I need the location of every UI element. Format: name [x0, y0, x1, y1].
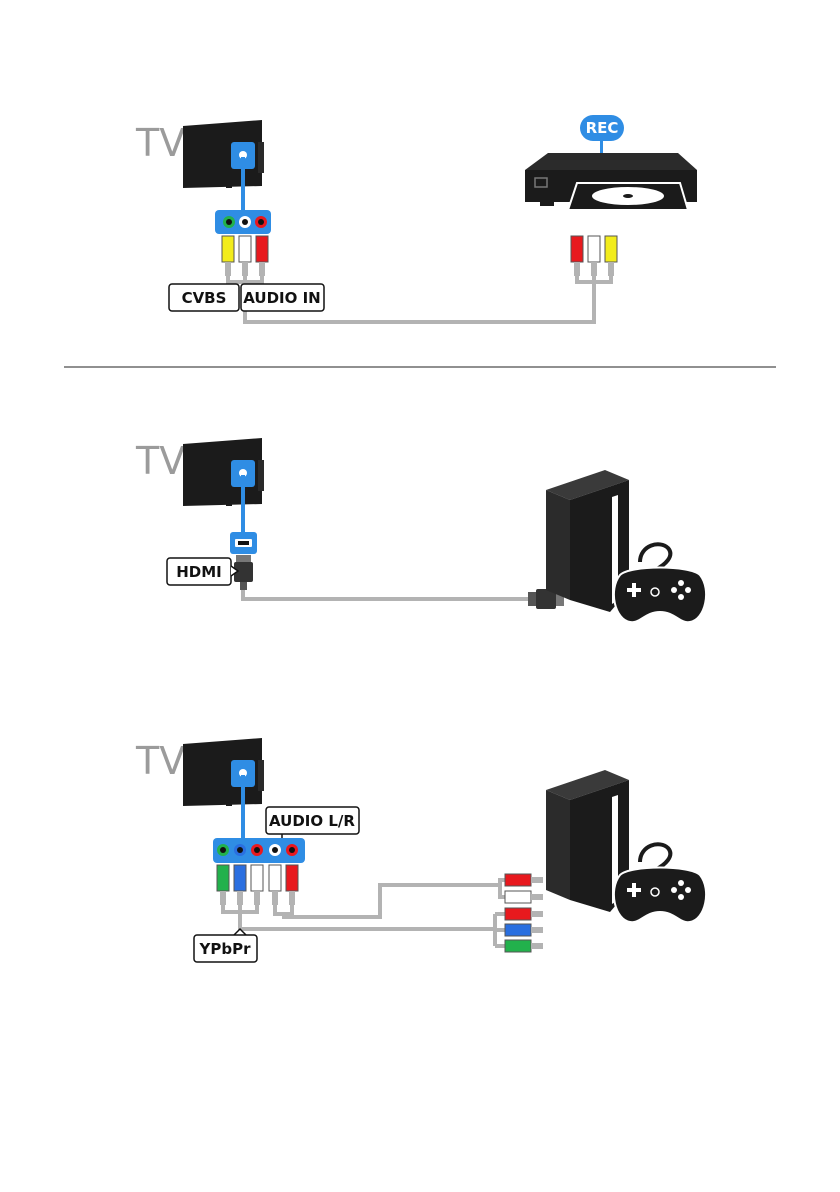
label-audio-in: AUDIO IN — [241, 284, 324, 311]
label-hdmi: HDMI — [167, 558, 238, 585]
composite-plugs-tv-side — [222, 236, 268, 276]
audio-cable — [275, 880, 505, 917]
label-ypbpr: YPbPr — [194, 929, 257, 962]
hdmi-port — [230, 532, 257, 554]
composite-plugs-device-side — [571, 236, 617, 276]
tv-label: TV — [135, 121, 185, 165]
svg-text:AUDIO L/R: AUDIO L/R — [269, 812, 355, 830]
svg-text:AUDIO IN: AUDIO IN — [243, 289, 320, 307]
component-port-block — [213, 838, 305, 863]
svg-text:HDMI: HDMI — [176, 563, 222, 581]
recorder-device: REC — [525, 115, 697, 210]
tv-set — [183, 438, 264, 506]
component-plugs-tv-side — [217, 865, 298, 905]
ypbpr-cable — [223, 905, 505, 946]
diagram-console-hdmi: TV HDMI — [135, 438, 706, 622]
svg-text:CVBS: CVBS — [182, 289, 227, 307]
svg-text:REC: REC — [586, 119, 619, 137]
svg-text:YPbPr: YPbPr — [199, 940, 252, 958]
tv-set — [183, 738, 264, 806]
diagram-recorder-composite: TV — [135, 115, 697, 322]
tv-label: TV — [135, 739, 185, 783]
label-cvbs: CVBS — [169, 284, 239, 311]
hdmi-cable — [243, 590, 530, 599]
tv-label: TV — [135, 439, 185, 483]
label-audio-lr: AUDIO L/R — [266, 807, 359, 840]
diagram-console-ypbpr: TV AUDIO L/R — [135, 738, 706, 962]
component-plugs-device-side — [505, 874, 543, 952]
composite-port-block — [215, 210, 271, 234]
tv-set — [183, 120, 264, 188]
